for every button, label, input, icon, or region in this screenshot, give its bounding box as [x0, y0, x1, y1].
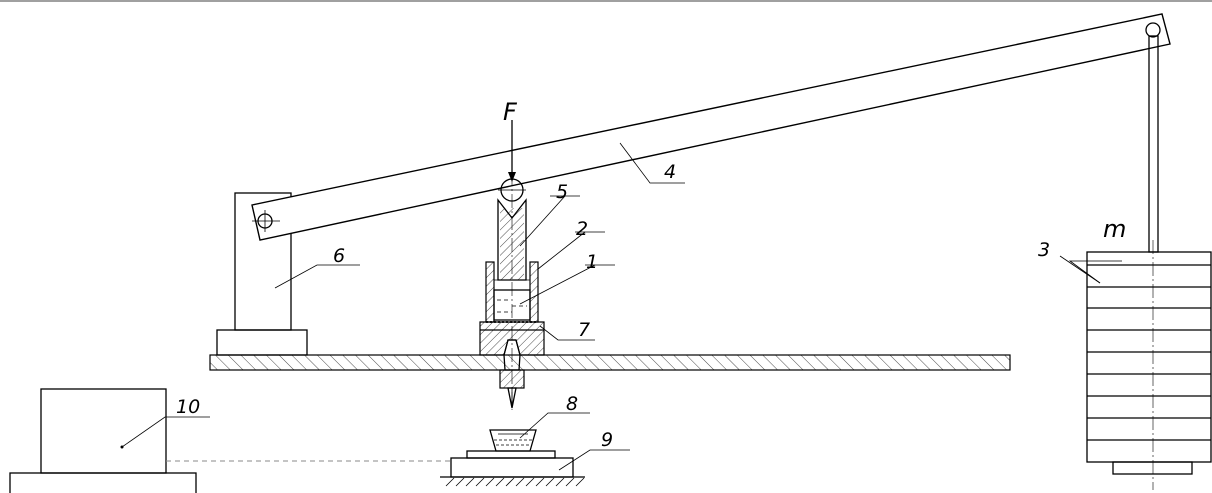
- label-5: 5: [556, 181, 568, 203]
- label-10: 10: [176, 396, 200, 418]
- cylinder-wall-left: [485, 261, 495, 323]
- label-force: F: [503, 98, 518, 126]
- collection-cup: [489, 429, 537, 452]
- force-arrow: [508, 120, 516, 182]
- cylinder-wall-right: [529, 261, 539, 323]
- support-post: [216, 192, 308, 356]
- weight-stack: [1086, 240, 1212, 490]
- pivot-pin-right: [1145, 22, 1161, 38]
- label-1: 1: [586, 251, 598, 273]
- label-6: 6: [333, 245, 345, 267]
- label-7: 7: [578, 319, 590, 341]
- lever-arm: [251, 13, 1171, 241]
- hanging-rod: [1148, 35, 1159, 253]
- press-assembly: [479, 150, 545, 410]
- label-3: 3: [1038, 239, 1050, 261]
- label-8: 8: [566, 393, 578, 415]
- label-2: 2: [576, 218, 588, 240]
- label-4: 4: [664, 161, 676, 183]
- scale-platform: [440, 450, 585, 487]
- recorder-unit: [9, 388, 197, 493]
- base-plate: [209, 354, 1011, 371]
- label-9: 9: [601, 429, 613, 451]
- label-mass: m: [1103, 215, 1126, 243]
- leader-lines: [121, 142, 1122, 471]
